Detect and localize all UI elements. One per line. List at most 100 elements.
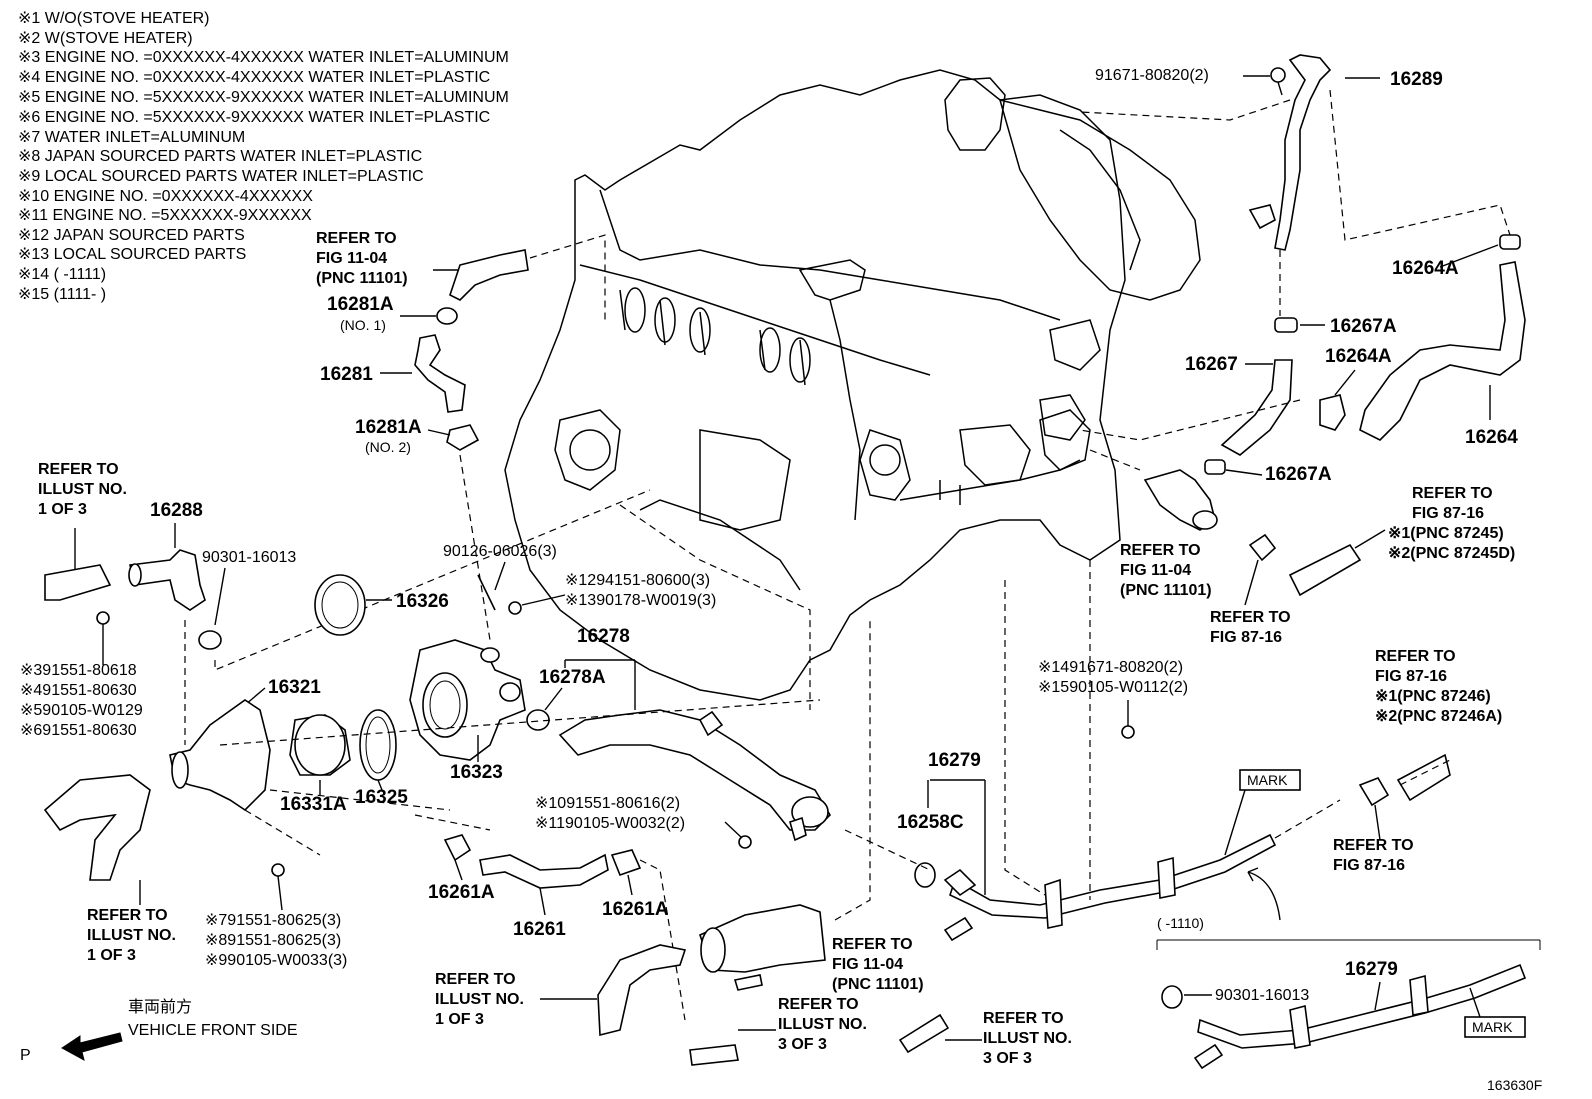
label-91551-80616: ※1091551-80616(2)	[535, 795, 680, 812]
clamp-16281A-no2[interactable]	[446, 424, 480, 451]
label-16258C: 16258C	[897, 812, 964, 833]
mark-box-2	[1464, 1016, 1526, 1038]
front-label-jp: 車両前方	[128, 998, 192, 1016]
ref-fig1104-b-3: (PNC 11101)	[832, 976, 924, 993]
label-16267A-1: 16267A	[1330, 316, 1397, 337]
gasket-16326[interactable]	[314, 574, 366, 636]
note-line: ※6 ENGINE NO. =5XXXXXX-9XXXXXX WATER INL…	[18, 109, 490, 126]
pipe-16279[interactable]	[949, 833, 1277, 919]
diagram-id: 163630F	[1487, 1077, 1542, 1093]
ref-illust3-a-2: ILLUST NO.	[778, 1016, 867, 1033]
ref-8716-a-3: ※1(PNC 87245)	[1388, 525, 1504, 542]
ref-illust3-b-2: ILLUST NO.	[983, 1030, 1072, 1047]
part-16279-group: ※1491671-80820(2) ※1590105-W0112(2) 1627…	[897, 560, 1451, 942]
bolt-91551-80625[interactable]	[271, 863, 285, 877]
water-inlet-16321[interactable]	[169, 699, 271, 812]
hose-87245[interactable]	[1288, 543, 1362, 597]
elbow-16288[interactable]	[129, 549, 206, 611]
label-16261A-2: 16261A	[602, 899, 669, 920]
mark-box-1	[1239, 769, 1301, 791]
gasket-16325[interactable]	[359, 709, 397, 781]
label-90178-W0019: ※1390178-W0019(3)	[565, 592, 716, 609]
ref-fig1104-a-3: (PNC 11101)	[316, 270, 408, 287]
pipe-16289[interactable]	[1274, 54, 1332, 251]
clamp-16261A-right[interactable]	[610, 849, 642, 877]
ref-illust3-a-3: 3 OF 3	[778, 1036, 827, 1053]
engine-block	[504, 69, 1201, 701]
pipe-fig1104[interactable]	[699, 904, 826, 973]
part-16261-group: ※1091551-80616(2) ※1190105-W0032(2) 1626…	[414, 620, 931, 1021]
hose-illust1-a[interactable]	[44, 564, 112, 601]
hose-87246[interactable]	[1396, 753, 1451, 802]
bolt-91551[interactable]	[96, 611, 110, 625]
label-91551-80618: ※391551-80618	[20, 662, 137, 679]
clamp-87246[interactable]	[1358, 777, 1390, 807]
clamp-16261A-left[interactable]	[443, 834, 472, 862]
bolt-91551-80616[interactable]	[738, 835, 752, 849]
vehicle-front-indicator: 車両前方 VEHICLE FRONT SIDE P	[20, 998, 298, 1064]
label-16281: 16281	[320, 364, 373, 385]
hose-illust1-b[interactable]	[43, 774, 151, 881]
ref-fig1104-c-1: REFER TO	[1120, 542, 1201, 559]
ref-illust1-c-2: ILLUST NO.	[435, 991, 524, 1008]
label-91551-80630b: ※691551-80630	[20, 722, 137, 739]
bracket-16289	[1248, 204, 1276, 230]
pipe-16278[interactable]	[558, 709, 832, 831]
note-line: ※3 ENGINE NO. =0XXXXXX-4XXXXXX WATER INL…	[18, 49, 509, 66]
note-line: ※1 W/O(STOVE HEATER)	[18, 10, 210, 27]
label-91551-80625a: ※791551-80625(3)	[205, 912, 341, 929]
ref-illust1-a-1: REFER TO	[38, 461, 119, 478]
pipe-16279-alt[interactable]	[1197, 963, 1527, 1049]
label-15-90105: ※1590105-W0112(2)	[1038, 679, 1188, 696]
hose-16264[interactable]	[1359, 261, 1526, 441]
note-line: ※15 (1111- )	[18, 286, 106, 303]
label-16281A-1: 16281A	[327, 294, 394, 315]
note-line: ※8 JAPAN SOURCED PARTS WATER INLET=PLAST…	[18, 148, 422, 165]
hose-16281[interactable]	[414, 334, 466, 413]
note-line: ※11 ENGINE NO. =5XXXXXX-9XXXXXX	[18, 207, 312, 224]
label-16278A: 16278A	[539, 667, 606, 688]
label-94151-80600: ※1294151-80600(3)	[565, 572, 710, 589]
clamp-87245[interactable]	[1248, 533, 1277, 562]
ref-8716-b-2: FIG 87-16	[1210, 629, 1282, 646]
part-16264-group: 16264A 16264 16264A 16267A 16267 16267A	[1079, 234, 1526, 531]
ref-8716-c-2: FIG 87-16	[1375, 668, 1447, 685]
label-16279-top: 16279	[928, 750, 981, 771]
note-line: ※4 ENGINE NO. =0XXXXXX-4XXXXXX WATER INL…	[18, 69, 490, 86]
hose-illust3-b[interactable]	[898, 1013, 950, 1054]
ref-8716-c-3: ※1(PNC 87246)	[1375, 688, 1491, 705]
hose-16261[interactable]	[479, 853, 609, 889]
bolt-91671[interactable]	[1270, 67, 1286, 83]
clamp-16281A-no1[interactable]	[436, 307, 458, 325]
stud-90126[interactable]	[477, 574, 496, 611]
label-90105-W0032: ※1190105-W0032(2)	[535, 815, 685, 832]
label-16264A-1: 16264A	[1392, 258, 1459, 279]
bolt-16279[interactable]	[1121, 725, 1135, 739]
ref-illust3-b-1: REFER TO	[983, 1010, 1064, 1027]
note-line: ※13 LOCAL SOURCED PARTS	[18, 246, 246, 263]
ref-8716-d-1: REFER TO	[1333, 837, 1414, 854]
ref-illust1-a-2: ILLUST NO.	[38, 481, 127, 498]
hose-16267[interactable]	[1220, 359, 1293, 456]
clamp-16267A-lower[interactable]	[1204, 459, 1226, 475]
note-line: ※14 ( -1111)	[18, 266, 106, 283]
hose-illust1-c[interactable]	[597, 944, 687, 1037]
label-16281A-2-sub: (NO. 2)	[365, 439, 411, 455]
note-line: ※9 LOCAL SOURCED PARTS WATER INLET=PLAST…	[18, 168, 424, 185]
label-91551-80625b: ※891551-80625(3)	[205, 932, 341, 949]
hose-illust3-a[interactable]	[689, 1044, 739, 1066]
clamp-16264A-upper[interactable]	[1499, 234, 1521, 250]
pipe-11101[interactable]	[449, 249, 529, 301]
oring-90301-left[interactable]	[198, 630, 222, 650]
clamp-16267A-upper[interactable]	[1274, 317, 1298, 333]
note-line: ※2 W(STOVE HEATER)	[18, 30, 193, 47]
refs-bottom: REFER TO ILLUST NO. 1 OF 3 REFER TO ILLU…	[435, 944, 1072, 1067]
oring-90301-bottom[interactable]	[1161, 985, 1183, 1009]
label-16323: 16323	[450, 762, 503, 783]
ref-illust1-c-1: REFER TO	[435, 971, 516, 988]
label-16288: 16288	[150, 500, 203, 521]
clamp-16264A-lower[interactable]	[1319, 394, 1346, 431]
part-16289-group: 16289 91671-80820(2)	[1079, 54, 1511, 251]
oring-16258C[interactable]	[914, 862, 936, 888]
ref-illust3-b-3: 3 OF 3	[983, 1050, 1032, 1067]
